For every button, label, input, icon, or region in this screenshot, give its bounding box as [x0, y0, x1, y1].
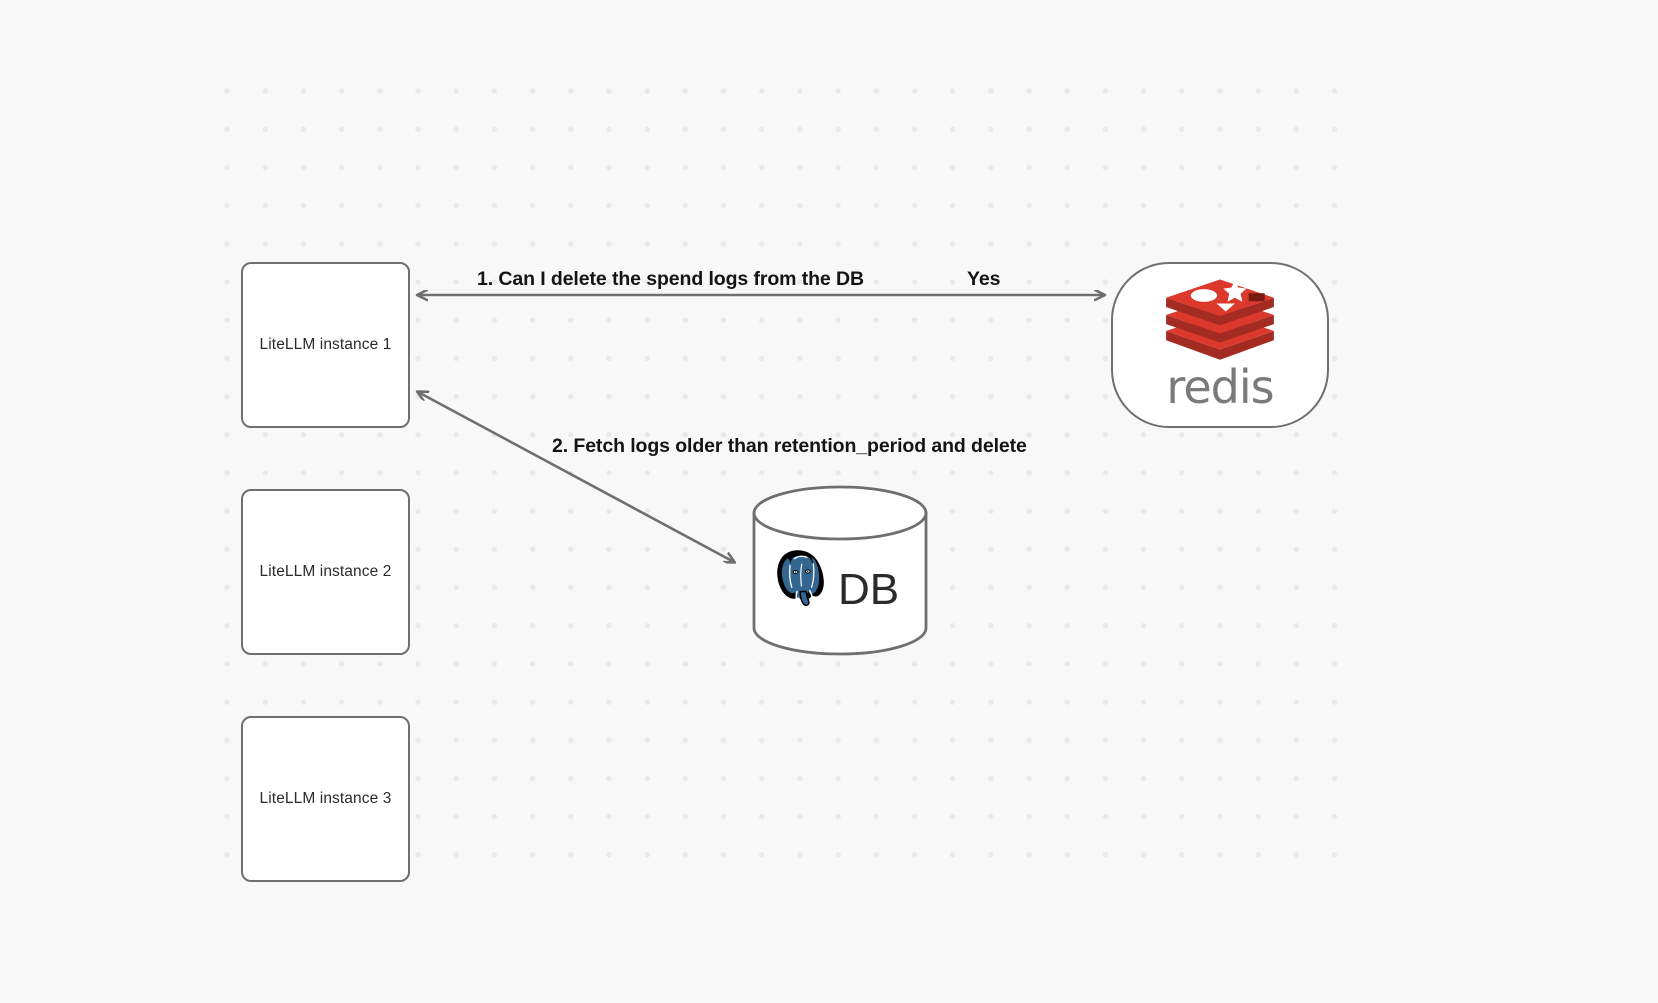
redis-wordmark: redis	[1166, 360, 1274, 414]
db-cylinder-label: DB	[838, 565, 899, 614]
node-postgres-db[interactable]	[752, 485, 928, 656]
redis-stack-icon	[1166, 279, 1274, 360]
node-litellm-instance-2-label: LiteLLM instance 2	[259, 563, 392, 580]
postgresql-elephant-icon	[777, 550, 824, 606]
node-litellm-instance-3[interactable]: LiteLLM instance 3	[241, 716, 410, 882]
edge-label-1: 1. Can I delete the spend logs from the …	[477, 268, 864, 290]
edge-db-litellm1	[418, 392, 734, 562]
node-litellm-instance-1-label: LiteLLM instance 1	[259, 336, 392, 353]
edge-label-2: 2. Fetch logs older than retention_perio…	[552, 435, 1027, 457]
redis-logo: redis	[1161, 276, 1279, 410]
edge-label-1-reply: Yes	[967, 268, 1001, 290]
node-redis[interactable]: redis	[1111, 262, 1329, 428]
node-litellm-instance-3-label: LiteLLM instance 3	[259, 790, 392, 807]
node-litellm-instance-2[interactable]: LiteLLM instance 2	[241, 489, 410, 655]
node-litellm-instance-1[interactable]: LiteLLM instance 1	[241, 262, 410, 428]
